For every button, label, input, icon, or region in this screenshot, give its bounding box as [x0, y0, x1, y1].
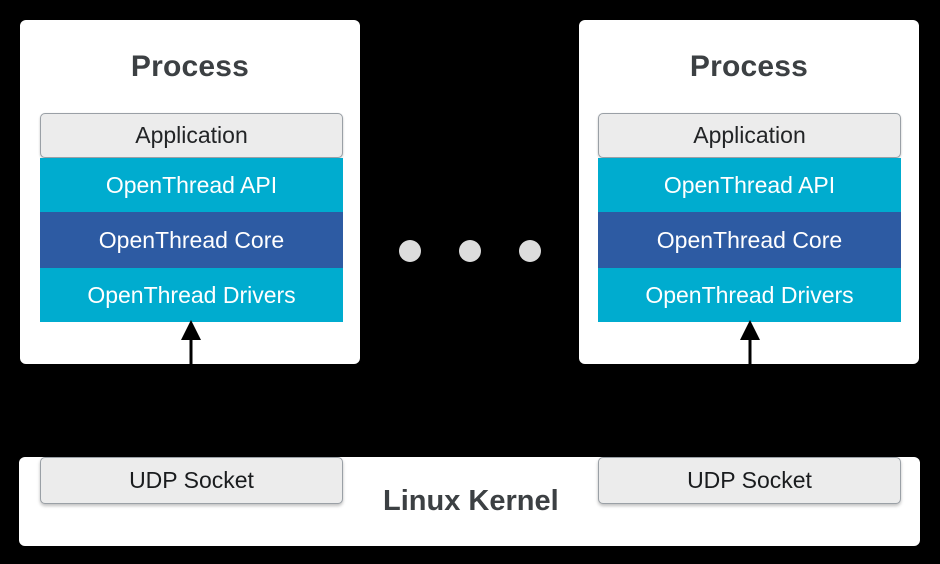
layer-openthread-drivers-left: OpenThread Drivers — [40, 268, 343, 322]
arrow-up-left — [181, 320, 201, 366]
ellipsis-dot-3 — [519, 240, 541, 262]
layer-openthread-core-right: OpenThread Core — [598, 212, 901, 268]
layer-openthread-api-left: OpenThread API — [40, 158, 343, 212]
process-title-left: Process — [130, 50, 250, 83]
layer-openthread-drivers-right: OpenThread Drivers — [598, 268, 901, 322]
udp-socket-left: UDP Socket — [40, 457, 343, 504]
arrow-up-right — [740, 320, 760, 366]
udp-socket-right: UDP Socket — [598, 457, 901, 504]
ellipsis-dot-1 — [399, 240, 421, 262]
layer-application-left: Application — [40, 113, 343, 158]
process-title-right: Process — [689, 50, 809, 83]
ellipsis-dot-2 — [459, 240, 481, 262]
layer-application-right: Application — [598, 113, 901, 158]
kernel-title: Linux Kernel — [383, 485, 559, 517]
layer-openthread-api-right: OpenThread API — [598, 158, 901, 212]
layer-openthread-core-left: OpenThread Core — [40, 212, 343, 268]
